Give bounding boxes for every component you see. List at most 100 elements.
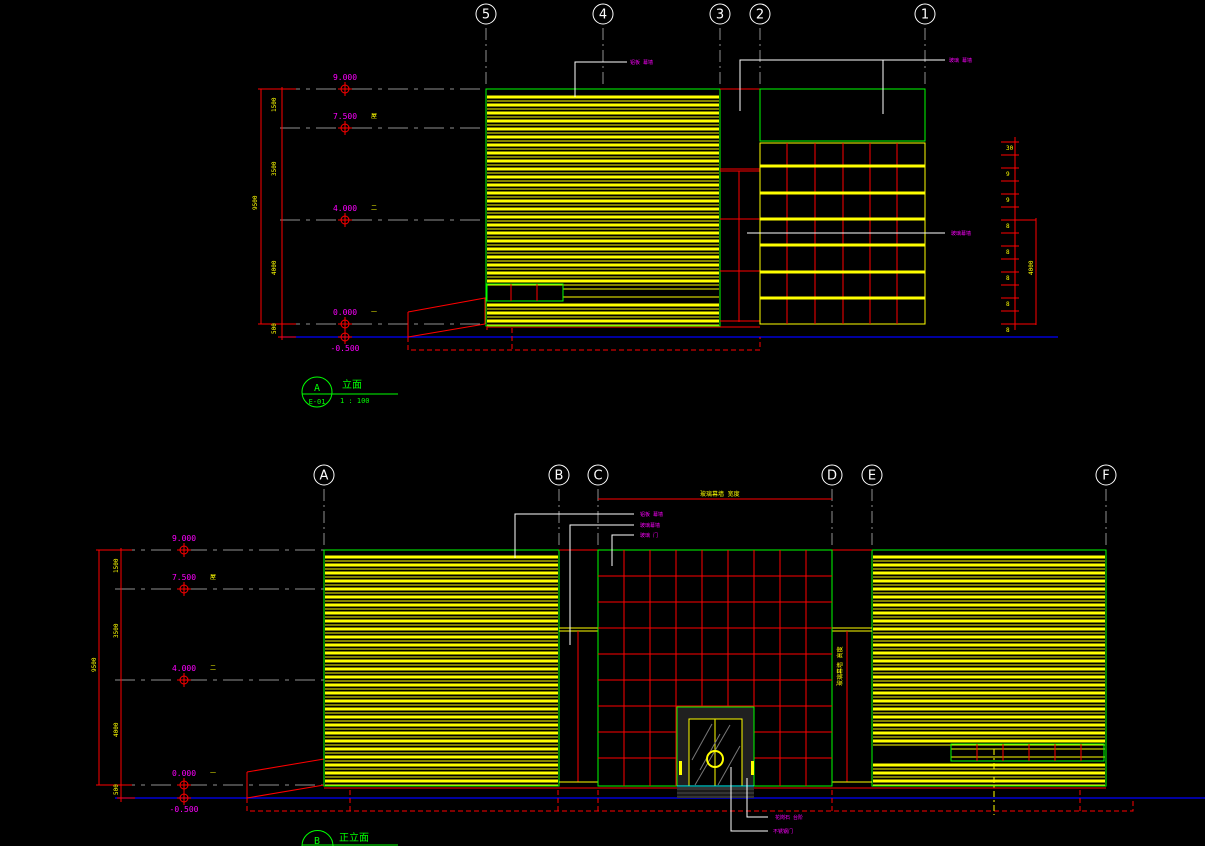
- axis-label: 5: [482, 8, 490, 23]
- dim-text-side: 玻璃幕墙 高度: [836, 646, 844, 686]
- view-title: 立面: [342, 378, 362, 391]
- dim-text: 4000: [113, 722, 120, 737]
- floor-label: 屋: [210, 574, 216, 581]
- axis-bubble-D: [821, 464, 843, 486]
- axis-label: B: [555, 469, 564, 484]
- dim-text: 4000: [1028, 260, 1035, 275]
- note-label: 铝板 幕墙: [630, 59, 653, 66]
- ramp-slope: [246, 784, 325, 799]
- note-label: 花岗石 台阶: [775, 814, 803, 821]
- note-label: 玻璃 门: [640, 532, 658, 539]
- sheet-ref: E-01: [309, 398, 326, 406]
- axis-label: A: [320, 469, 329, 484]
- leader-line: [739, 59, 945, 111]
- level-label: 9.000: [333, 73, 357, 82]
- leader-line: [574, 61, 627, 97]
- axis-label: 1: [921, 8, 929, 23]
- floor-label: 一: [210, 770, 216, 777]
- door-handle-icon: [706, 750, 724, 768]
- foundation-outline: [246, 798, 1134, 812]
- note-label: 玻璃幕墙: [951, 230, 971, 237]
- cladding-panel-left: [323, 549, 560, 787]
- entrance-steps: [677, 787, 754, 798]
- lamp-icon: [751, 761, 754, 775]
- level-label: 4.000: [333, 204, 357, 213]
- foundation-outline: [407, 337, 761, 351]
- level-label: 9.000: [172, 534, 196, 543]
- ramp: [407, 297, 486, 324]
- title-symbol: B: [314, 836, 320, 846]
- dim-text: 8: [1006, 275, 1010, 282]
- axis-label: C: [593, 469, 602, 484]
- title-bubble: [301, 830, 334, 846]
- axis-label: D: [827, 469, 837, 484]
- dim-text: 9: [1006, 197, 1010, 204]
- axis-bubble-2: [749, 3, 771, 25]
- level-label: 7.500: [172, 573, 196, 582]
- level-label: 7.500: [333, 112, 357, 121]
- axis-bubble-E: [861, 464, 883, 486]
- view-scale: 1 : 100: [340, 397, 370, 405]
- dim-text-total: 9500: [91, 657, 98, 672]
- elevation-a: 5 4 3 2 1 9.000 7.500 屋 4.000 二 0.000 一 -0.500 1500…: [252, 3, 1058, 408]
- axis-bubble-1: [914, 3, 936, 25]
- axis-bubble-4: [592, 3, 614, 25]
- dim-text: 3500: [271, 161, 278, 176]
- axis-bubble-A: [313, 464, 335, 486]
- axis-label: 3: [716, 8, 724, 23]
- dim-text: 8: [1006, 327, 1010, 334]
- leader-line: [730, 767, 768, 832]
- note-label: 铝板 幕墙: [640, 511, 663, 518]
- axis-label: F: [1102, 469, 1109, 484]
- leader-line: [611, 534, 634, 566]
- dim-text-total: 9500: [252, 195, 259, 210]
- title-bubble: [301, 376, 333, 408]
- dim-text: 500: [271, 323, 278, 334]
- dim-text: 8: [1006, 249, 1010, 256]
- parapet-panel: [759, 88, 926, 142]
- level-label: -0.500: [170, 805, 199, 814]
- note-label: 玻璃 幕墙: [949, 57, 972, 64]
- window-band: [950, 743, 1105, 762]
- ramp-slope: [407, 323, 486, 338]
- axis-bubble-C: [587, 464, 609, 486]
- note-label: 玻璃幕墙: [640, 522, 660, 529]
- level-label: 4.000: [172, 664, 196, 673]
- leader-line: [569, 524, 634, 645]
- axis-label: 4: [599, 8, 607, 23]
- dim-text: 1500: [113, 558, 120, 573]
- level-label: -0.500: [331, 344, 360, 353]
- leader-line: [746, 778, 768, 818]
- glass-hatch: [691, 723, 741, 786]
- dim-text: 500: [113, 784, 120, 795]
- cladding-panel-left: [485, 88, 721, 327]
- dim-text: 4000: [271, 260, 278, 275]
- lamp-icon: [679, 761, 682, 775]
- axis-bubble-3: [709, 3, 731, 25]
- window-band: [486, 283, 564, 302]
- ramp: [246, 758, 325, 773]
- floor-label: 一: [371, 309, 377, 316]
- dim-text: 8: [1006, 301, 1010, 308]
- floor-label: 二: [371, 205, 377, 212]
- dim-text: 3500: [113, 623, 120, 638]
- level-label: 0.000: [333, 308, 357, 317]
- axis-bubble-F: [1095, 464, 1117, 486]
- axis-bubble-B: [548, 464, 570, 486]
- floor-label: 二: [210, 665, 216, 672]
- axis-label: E: [868, 469, 876, 484]
- cladding-panel-right: [871, 549, 1107, 787]
- dim-text: 9: [1006, 171, 1010, 178]
- floor-label: 屋: [371, 113, 377, 120]
- dim-text: 1500: [271, 97, 278, 112]
- note-label: 不锈钢门: [773, 828, 793, 835]
- title-symbol: A: [314, 383, 320, 394]
- leader-line: [514, 513, 634, 558]
- dim-text: 30: [1006, 145, 1014, 152]
- view-title: 正立面: [339, 831, 369, 844]
- dim-text-top: 玻璃幕墙 宽度: [700, 490, 740, 498]
- elevation-b: A B C D E F 9.000 7.500 屋 4.000 二 0.000 一 -0.500 150…: [91, 464, 1205, 846]
- level-label: 0.000: [172, 769, 196, 778]
- axis-label: 2: [756, 8, 764, 23]
